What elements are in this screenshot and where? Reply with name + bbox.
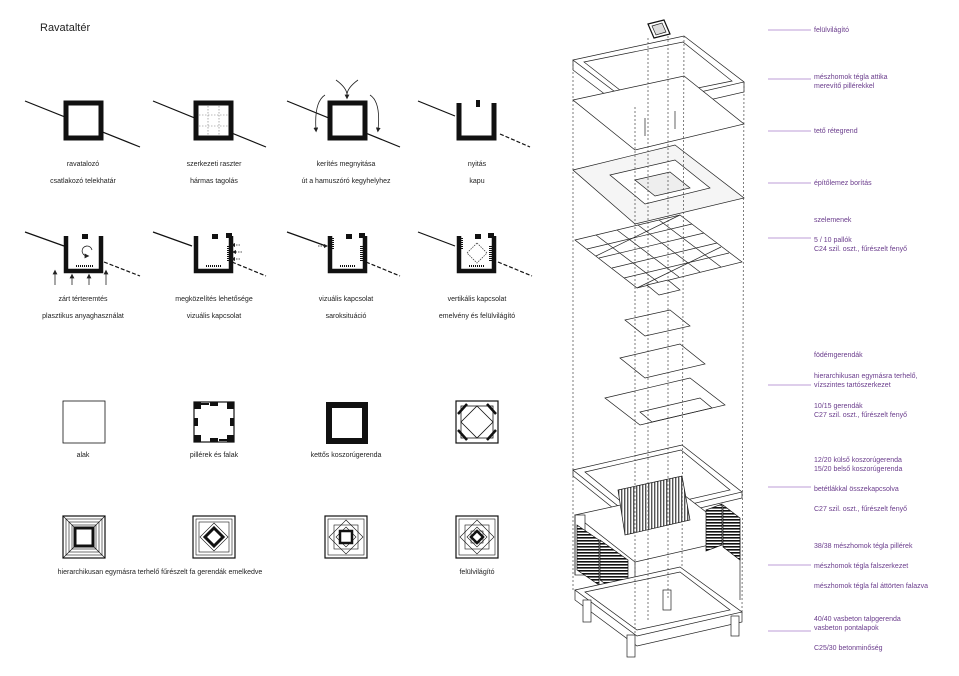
annotation-leaders	[768, 29, 811, 632]
skylight	[647, 19, 671, 39]
beam-frames	[604, 279, 726, 426]
caption-7: vizuális kapcsolat saroksituáció	[276, 295, 416, 321]
annotation-purlins: szelemenek	[814, 216, 851, 225]
diagram-5	[24, 231, 141, 285]
annotation-line: 12/20 külső koszorúgerenda	[814, 457, 902, 464]
annotation-line: 38/38 mészhomok tégla pillérek	[814, 543, 913, 550]
annotation-line: 15/20 belső koszorúgerenda	[814, 466, 903, 473]
caption-line: út a hamuszóró kegyhelyhez	[301, 178, 391, 185]
caption-line: csatlakozó telekhatár	[50, 178, 116, 185]
annotation-line: 40/40 vasbeton talpgerenda	[814, 616, 901, 623]
caption-line: zárt térteremtés	[58, 296, 108, 303]
annotation-line: mészhomok tégla fal áttörten falazva	[814, 583, 929, 590]
annotation-floor-beams: födémgerendák	[814, 351, 863, 360]
caption-13: hierarchikusan egymásra terhelő fűrészel…	[57, 569, 263, 576]
annotation-beams: 10/15 gerendák C27 szil. oszt., fűrészel…	[814, 402, 907, 420]
annotation-line: hierarchikusan egymásra terhelő,	[814, 373, 918, 380]
brick-walls	[574, 475, 741, 620]
diagram-14	[192, 515, 236, 559]
diagram-1	[24, 100, 141, 148]
caption-16: felülvilágító	[459, 569, 495, 576]
annotation-line: C25/30 betonminőség	[814, 645, 883, 652]
caption-3: kerítés megnyitása út a hamuszóró kegyhe…	[276, 160, 416, 186]
board-cladding	[572, 144, 745, 225]
caption-line: vertikális kapcsolat	[447, 296, 507, 303]
annotation-line: vasbeton pontalapok	[814, 625, 879, 632]
annotation-perforated-wall: mészhomok tégla fal áttörten falazva	[814, 582, 928, 591]
caption-line: megközelítés lehetősége	[175, 296, 253, 303]
caption-4: nyitás kapu	[407, 160, 547, 186]
foundation	[574, 566, 743, 658]
annotation-planks: 5 / 10 pallók C24 szil. oszt., fűrészelt…	[814, 236, 907, 254]
caption-line: hármas tagolás	[190, 178, 238, 185]
caption-11: kettős koszorúgerenda	[310, 452, 382, 459]
annotation-roof: tető rétegrend	[814, 127, 858, 136]
annotation-c27: C27 szil. oszt., fűrészelt fenyő	[814, 505, 907, 514]
annotation-hierarchical: hierarchikusan egymásra terhelő, vízszin…	[814, 372, 918, 390]
annotation-wall: mészhomok tégla falszerkezet	[814, 562, 908, 571]
diagram-7	[286, 231, 401, 277]
diagram-6	[152, 231, 267, 277]
diagram-15	[324, 515, 368, 559]
diagram-3	[286, 79, 401, 148]
annotation-pillars: 38/38 mészhomok tégla pillérek	[814, 542, 912, 551]
annotation-concrete: C25/30 betonminőség	[814, 644, 883, 653]
annotation-ring-beam: 12/20 külső koszorúgerenda 15/20 belső k…	[814, 456, 902, 474]
diagram-12	[455, 400, 499, 444]
guide-lines	[572, 35, 745, 636]
caption-6: megközelítés lehetősége vizuális kapcsol…	[144, 295, 284, 321]
diagram-11	[326, 402, 368, 444]
caption-line: kerítés megnyitása	[316, 161, 376, 168]
diagram-9	[62, 400, 106, 444]
caption-line: ravatalozó	[66, 161, 100, 168]
caption-2: szerkezeti raszter hármas tagolás	[144, 160, 284, 186]
annotation-foundation: 40/40 vasbeton talpgerenda vasbeton pont…	[814, 615, 901, 633]
caption-1: ravatalozó csatlakozó telekhatár	[13, 160, 153, 186]
caption-line: nyitás	[467, 161, 487, 168]
annotation-line: építőlemez borítás	[814, 180, 872, 187]
diagram-16	[455, 515, 499, 559]
annotation-skylight: felülvilágító	[814, 26, 849, 35]
diagram-2	[152, 100, 267, 148]
caption-9: alak	[76, 452, 90, 459]
annotation-line: C24 szil. oszt., fűrészelt fenyő	[814, 246, 907, 253]
annotation-line: mészhomok tégla falszerkezet	[814, 563, 909, 570]
diagram-4	[417, 100, 531, 148]
purlins	[574, 214, 743, 289]
caption-line: emelvény és felülvilágító	[438, 313, 516, 320]
diagram-10	[193, 401, 235, 443]
diagram-13	[62, 515, 106, 559]
caption-line: vizuális kapcsolat	[186, 313, 242, 320]
annotation-line: 5 / 10 pallók	[814, 237, 852, 244]
caption-10: pillérek és falak	[189, 452, 239, 459]
caption-5: zárt térteremtés plasztikus anyaghasznál…	[13, 295, 153, 321]
caption-line: szerkezeti raszter	[186, 161, 242, 168]
annotation-line: vízszintes tartószerkezet	[814, 382, 891, 389]
caption-8: vertikális kapcsolat emelvény és felülvi…	[407, 295, 547, 321]
annotation-line: födémgerendák	[814, 352, 863, 359]
annotation-line: merevítő pillérekkel	[814, 83, 875, 90]
annotation-line: 10/15 gerendák	[814, 403, 863, 410]
annotation-attic: mészhomok tégla attika merevítő pillérek…	[814, 73, 888, 91]
annotation-line: tető rétegrend	[814, 128, 858, 135]
annotation-line: szelemenek	[814, 217, 852, 224]
annotation-cladding: építőlemez borítás	[814, 179, 872, 188]
annotation-line: C27 szil. oszt., fűrészelt fenyő	[814, 506, 907, 513]
annotation-line: betétlákkal összekapcsolva	[814, 486, 899, 493]
caption-line: plasztikus anyaghasználat	[42, 313, 124, 320]
annotation-connected: betétlákkal összekapcsolva	[814, 485, 899, 494]
caption-line: kapu	[469, 178, 485, 185]
annotation-line: C27 szil. oszt., fűrészelt fenyő	[814, 412, 907, 419]
annotation-line: mészhomok tégla attika	[814, 74, 888, 81]
caption-line: saroksituáció	[325, 313, 367, 320]
annotation-line: felülvilágító	[814, 27, 850, 34]
diagram-8	[417, 231, 533, 277]
page-title: Ravataltér	[40, 22, 91, 34]
caption-line: vizuális kapcsolat	[318, 296, 374, 303]
